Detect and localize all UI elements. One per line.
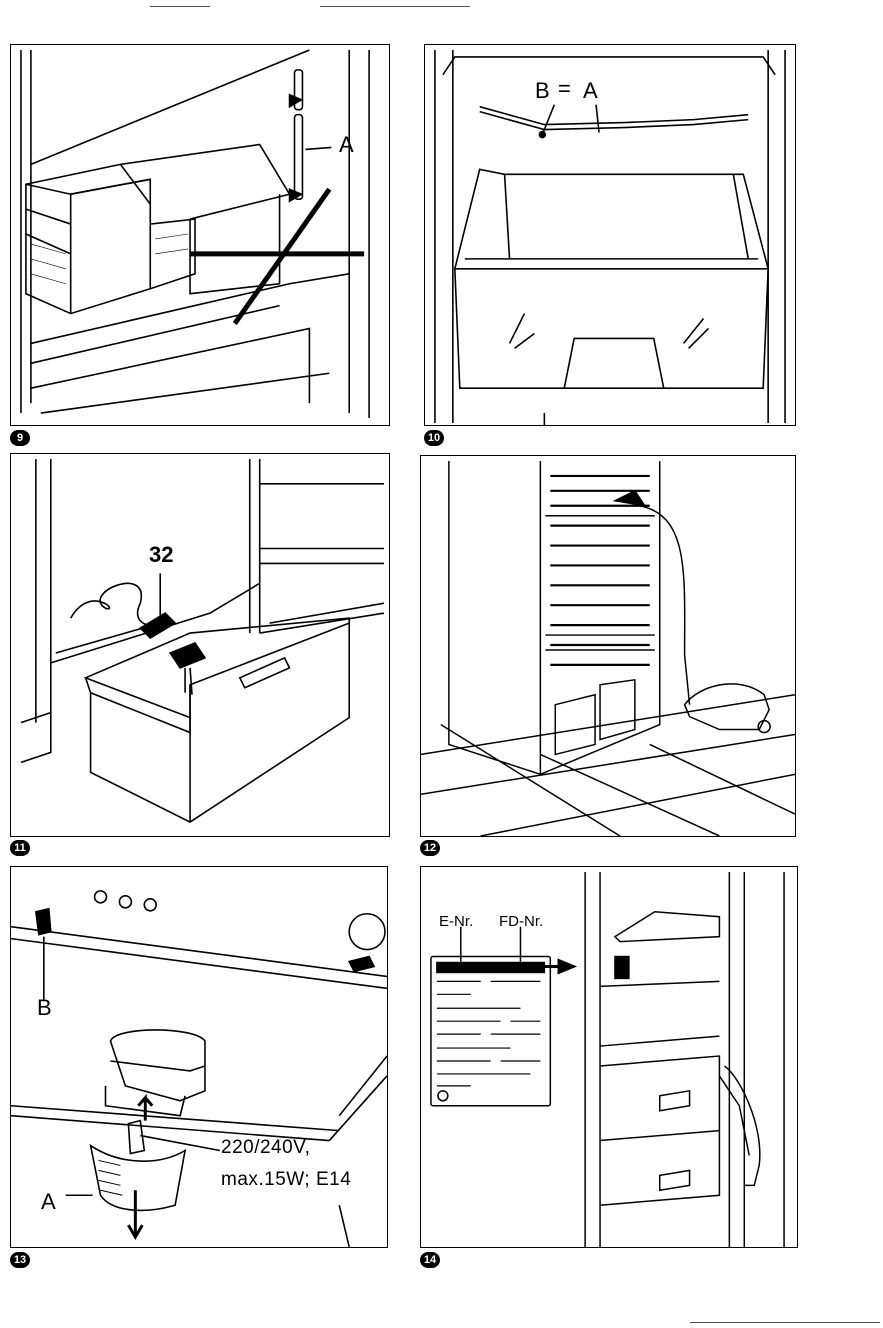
figure-11-panel: 32: [10, 453, 390, 837]
figure-12-panel: [420, 455, 796, 837]
scan-rule-top: [320, 6, 470, 7]
callout-label-32: 32: [149, 542, 173, 568]
figure-9-panel: A: [10, 44, 390, 426]
figure-13-number: 13: [10, 1252, 30, 1268]
figure-14-panel: E-Nr. FD-Nr.: [420, 866, 798, 1248]
rating-plate-illustration: [421, 867, 797, 1247]
defrost-drain-illustration: [11, 454, 389, 836]
figure-10-panel: B = A: [424, 44, 796, 426]
callout-label-b: B: [535, 78, 550, 104]
lamp-spec-line2: max.15W; E14: [221, 1169, 351, 1191]
figure-14-number: 14: [420, 1252, 440, 1268]
callout-label-a: A: [41, 1189, 56, 1215]
callout-label-a: A: [583, 78, 598, 104]
figure-12-number: 12: [420, 840, 440, 856]
figure-13-panel: B A 220/240V, max.15W; E14: [10, 866, 388, 1248]
scan-rule-top: [150, 6, 210, 7]
figure-9-number: 9: [10, 430, 30, 446]
equals-sign: =: [558, 76, 571, 102]
scan-rule-bottom: [690, 1322, 880, 1323]
lamp-spec-line1: 220/240V,: [221, 1137, 310, 1159]
callout-label-enr: E-Nr.: [439, 913, 473, 930]
vacuum-coil-illustration: [421, 456, 795, 836]
callout-label-fdnr: FD-Nr.: [499, 913, 543, 930]
crisper-drawer-illustration: [425, 45, 795, 425]
figure-11-number: 11: [10, 840, 30, 856]
figure-10-number: 10: [424, 430, 444, 446]
callout-label-a: A: [339, 132, 354, 158]
callout-label-b: B: [37, 995, 52, 1021]
refrigerator-shelf-illustration: [11, 45, 389, 425]
